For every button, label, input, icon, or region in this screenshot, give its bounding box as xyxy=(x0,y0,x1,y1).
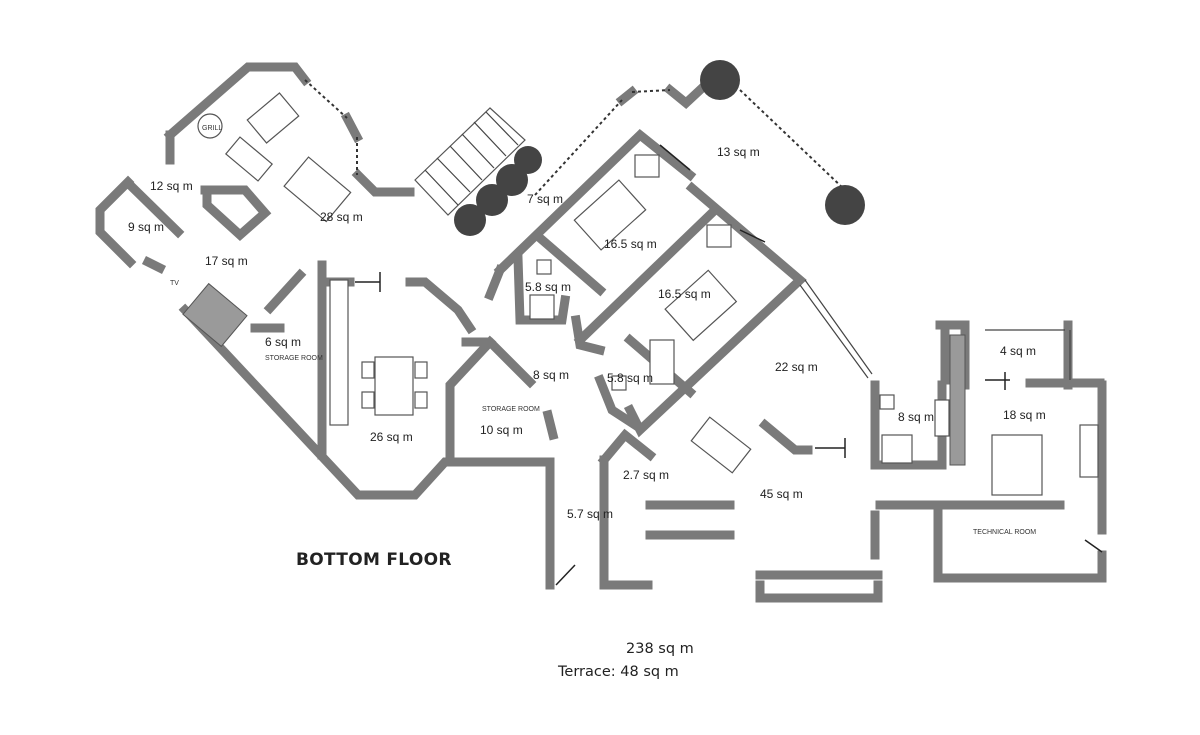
room-area-5-7: 5.7 sq m xyxy=(567,507,613,521)
room-area-2-7: 2.7 sq m xyxy=(623,468,669,482)
room-area-10: 10 sq m xyxy=(480,423,523,437)
room-area-28: 28 sq m xyxy=(320,210,363,224)
room-labels: 12 sq m 9 sq m 28 sq m 17 sq m 6 sq m 26… xyxy=(128,145,1046,521)
room-area-6: 6 sq m xyxy=(265,335,301,349)
room-area-8-a: 8 sq m xyxy=(533,368,569,382)
doors xyxy=(355,144,1103,586)
room-area-5-8-a: 5.8 sq m xyxy=(525,280,571,294)
plant-icon xyxy=(700,60,740,100)
furniture xyxy=(182,92,1099,496)
room-area-13: 13 sq m xyxy=(717,145,760,159)
room-area-22: 22 sq m xyxy=(775,360,818,374)
room-area-17: 17 sq m xyxy=(205,254,248,268)
small-labels: STORAGE ROOM STORAGE ROOM TECHNICAL ROOM… xyxy=(170,125,1036,536)
storage-room-label-left: STORAGE ROOM xyxy=(265,355,323,362)
storage-room-label-mid: STORAGE ROOM xyxy=(482,406,540,413)
terrace-area: Terrace: 48 sq m xyxy=(557,664,679,680)
glazing-lines xyxy=(304,79,1071,380)
room-area-16-5-b: 16.5 sq m xyxy=(658,287,711,301)
plant-icon xyxy=(514,146,542,174)
grill-label: GRILL xyxy=(202,125,222,132)
room-area-8-b: 8 sq m xyxy=(898,410,934,424)
tv-label: TV xyxy=(170,280,179,287)
room-area-12: 12 sq m xyxy=(150,179,193,193)
room-area-4: 4 sq m xyxy=(1000,344,1036,358)
room-area-18: 18 sq m xyxy=(1003,408,1046,422)
room-area-9: 9 sq m xyxy=(128,220,164,234)
plant-icon xyxy=(476,184,508,216)
total-area: 238 sq m xyxy=(626,641,694,657)
plant-icon xyxy=(825,185,865,225)
room-area-16-5-a: 16.5 sq m xyxy=(604,237,657,251)
grill-icon xyxy=(197,113,223,139)
floor-title: BOTTOM FLOOR xyxy=(296,550,452,570)
stairs xyxy=(414,107,526,216)
room-area-45: 45 sq m xyxy=(760,487,803,501)
plant-icon xyxy=(454,204,486,236)
plants xyxy=(454,60,865,236)
room-area-7: 7 sq m xyxy=(527,192,563,206)
walls xyxy=(95,62,1107,603)
plant-icon xyxy=(496,164,528,196)
room-area-26: 26 sq m xyxy=(370,430,413,444)
technical-room-label: TECHNICAL ROOM xyxy=(973,529,1036,536)
room-area-5-8-b: 5.8 sq m xyxy=(607,371,653,385)
